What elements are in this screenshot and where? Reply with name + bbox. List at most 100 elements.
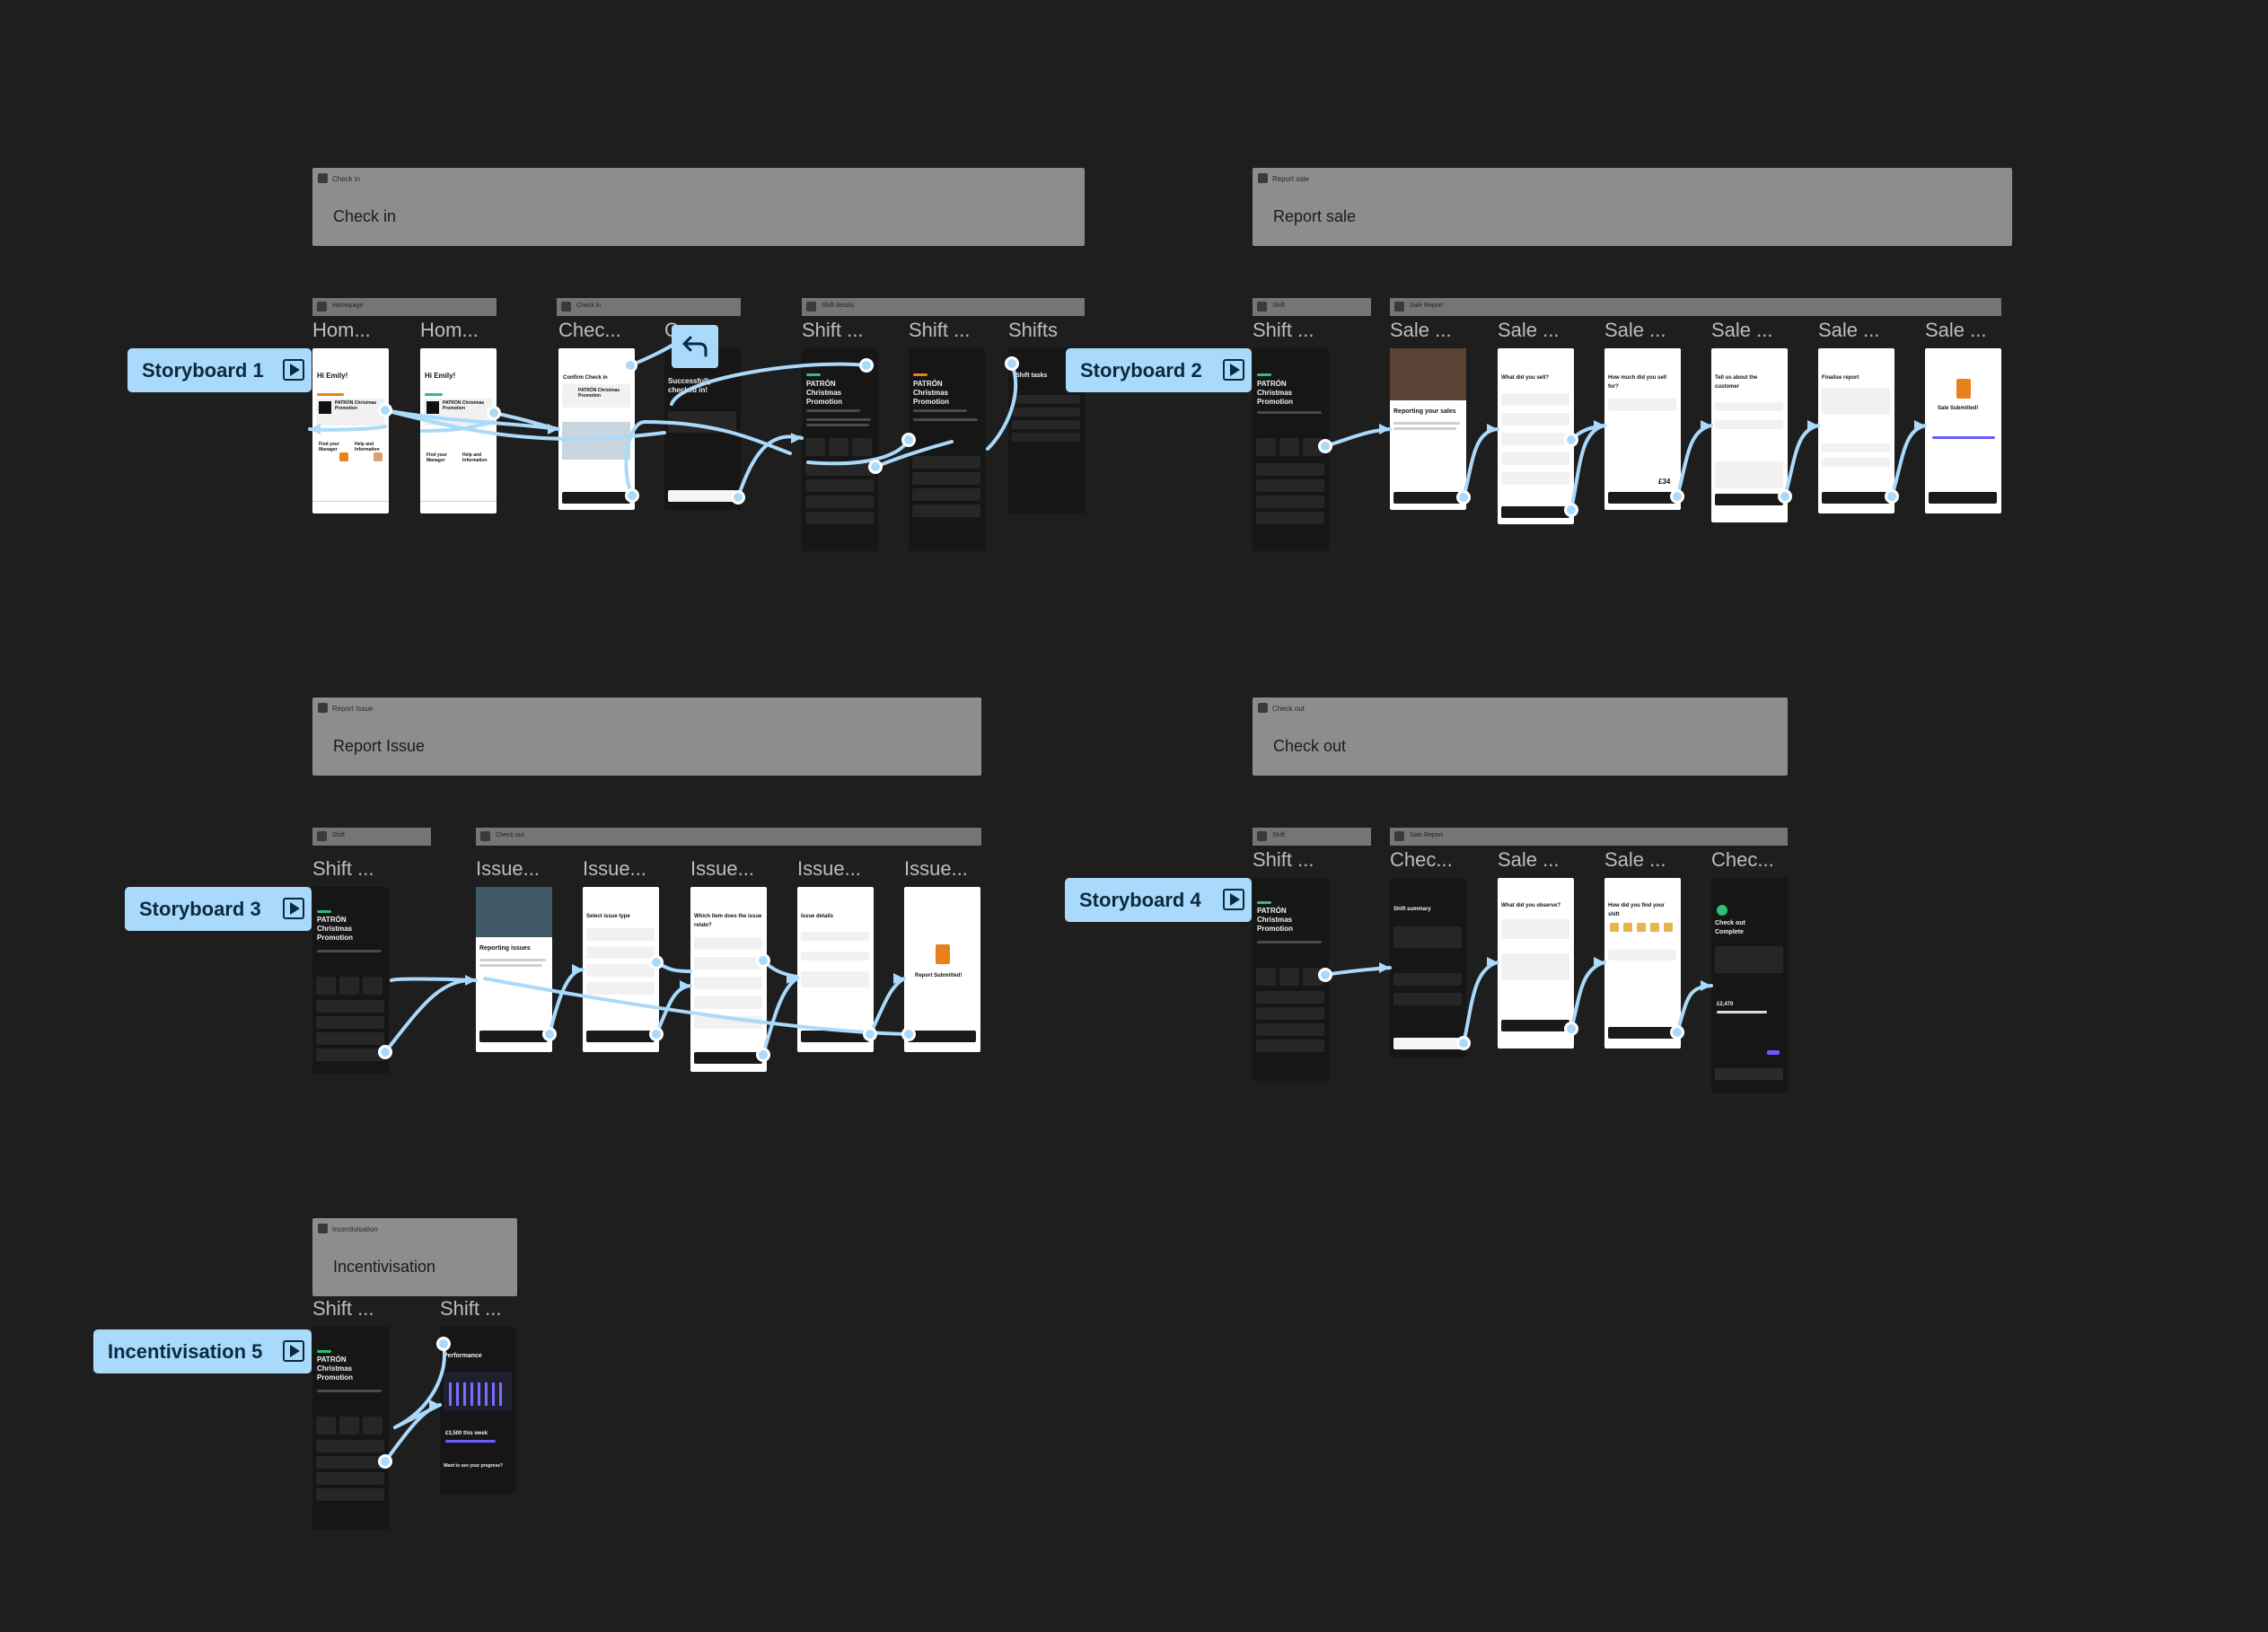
summary-card[interactable] xyxy=(1822,388,1890,415)
connector-handle[interactable] xyxy=(1670,489,1684,504)
field[interactable] xyxy=(1715,420,1783,429)
frame-label[interactable]: Shift ... xyxy=(1253,319,1314,341)
action-tile[interactable] xyxy=(1303,968,1323,986)
connector-handle[interactable] xyxy=(1318,968,1332,982)
frame-label[interactable]: Shift ... xyxy=(312,1297,374,1320)
storyboard-1-button[interactable]: Storyboard 1 xyxy=(127,348,312,392)
frame-label[interactable]: Sale ... xyxy=(1498,319,1560,341)
menu-row[interactable] xyxy=(1256,991,1324,1004)
product-row[interactable] xyxy=(694,1016,762,1029)
frame-rs-finalise[interactable]: Finalise report xyxy=(1818,348,1894,513)
issue-type-row[interactable] xyxy=(586,928,655,941)
submit-button[interactable] xyxy=(801,1031,869,1042)
frame-in-performance[interactable]: Performance £3,500 this week Want to see… xyxy=(440,1327,516,1494)
chips[interactable] xyxy=(1501,919,1569,939)
next-button[interactable] xyxy=(1501,506,1569,518)
shift-card[interactable] xyxy=(1393,926,1462,948)
frame-ri-submitted[interactable]: Report Submitted! xyxy=(904,887,980,1052)
sale-row[interactable] xyxy=(1393,993,1462,1005)
action-tile[interactable] xyxy=(852,438,872,456)
frame-label[interactable]: Sale ... xyxy=(1498,848,1560,871)
product-row[interactable] xyxy=(1501,413,1569,426)
connector-handle[interactable] xyxy=(378,1454,392,1469)
menu-row[interactable] xyxy=(316,1000,384,1013)
storyboard-3-button[interactable]: Storyboard 3 xyxy=(125,887,312,931)
next-button[interactable] xyxy=(694,1052,762,1064)
connector-handle[interactable] xyxy=(487,406,501,420)
close-button[interactable] xyxy=(908,1031,976,1042)
section-incentivisation[interactable]: Incentivisation Incentivisation xyxy=(312,1218,517,1296)
connector-handle[interactable] xyxy=(1670,1025,1684,1040)
issue-type-row[interactable] xyxy=(586,964,655,977)
menu-row[interactable] xyxy=(1256,463,1324,476)
product-row[interactable] xyxy=(694,977,762,989)
frame-label[interactable]: Sale ... xyxy=(1604,319,1666,341)
shift-card[interactable] xyxy=(1715,946,1783,973)
upload-box[interactable] xyxy=(801,971,869,987)
connector-handle[interactable] xyxy=(1456,1036,1471,1050)
frame-label[interactable]: Chec... xyxy=(1390,848,1453,871)
connector-handle[interactable] xyxy=(1564,433,1578,447)
connector-handle[interactable] xyxy=(1005,356,1019,371)
product-row[interactable] xyxy=(1501,452,1569,465)
product-row[interactable] xyxy=(694,937,762,950)
field[interactable] xyxy=(801,952,869,961)
frame-ri-intro[interactable]: Reporting issues xyxy=(476,887,552,1052)
frame-label[interactable]: Shift ... xyxy=(909,319,971,341)
connector-handle[interactable] xyxy=(901,1027,916,1041)
menu-row[interactable] xyxy=(1256,1040,1324,1052)
frame-label[interactable]: Sale ... xyxy=(1390,319,1452,341)
frame-co-complete[interactable]: Check out Complete £2,470 xyxy=(1711,878,1788,1093)
next-button[interactable] xyxy=(1501,1020,1569,1031)
menu-row[interactable] xyxy=(912,472,980,485)
frame-label[interactable]: Shift ... xyxy=(312,857,374,880)
group-shift-rs[interactable]: Shift xyxy=(1253,298,1371,316)
menu-row[interactable] xyxy=(316,1032,384,1045)
frame-label[interactable]: Hom... xyxy=(312,319,371,341)
menu-row[interactable] xyxy=(805,512,874,524)
frame-label[interactable]: Issue... xyxy=(476,857,540,880)
task-row[interactable] xyxy=(1012,395,1080,404)
connector-handle[interactable] xyxy=(901,433,916,447)
group-shift-ri[interactable]: Shift xyxy=(312,828,431,846)
menu-row[interactable] xyxy=(316,1472,384,1485)
field[interactable] xyxy=(1715,402,1783,411)
action-tile[interactable] xyxy=(1279,438,1299,456)
menu-row[interactable] xyxy=(912,456,980,469)
connector-handle[interactable] xyxy=(649,1027,664,1041)
group-homepage[interactable]: Homepage xyxy=(312,298,497,316)
submit-button[interactable] xyxy=(1822,492,1890,504)
menu-row[interactable] xyxy=(805,496,874,508)
report-sale-button[interactable] xyxy=(1393,492,1462,504)
task-row[interactable] xyxy=(1012,408,1080,417)
connector-handle[interactable] xyxy=(1564,1022,1578,1036)
group-sale-report[interactable]: Sale Report xyxy=(1390,298,2001,316)
connector-handle[interactable] xyxy=(625,488,639,503)
menu-row[interactable] xyxy=(1256,1007,1324,1020)
frame-co-rating[interactable]: How did you find your shift xyxy=(1604,878,1681,1049)
menu-row[interactable] xyxy=(316,1456,384,1469)
frame-label[interactable]: Issue... xyxy=(690,857,754,880)
frame-confirm-checkin[interactable]: Confirm Check in PATRÓN Christmas Promot… xyxy=(558,348,635,510)
group-sale-report-co[interactable]: Sale Report xyxy=(1390,828,1788,846)
connector-handle[interactable] xyxy=(859,358,874,373)
menu-row[interactable] xyxy=(316,1016,384,1029)
menu-row[interactable] xyxy=(912,505,980,517)
product-row[interactable] xyxy=(1608,399,1676,411)
frame-label[interactable]: Issue... xyxy=(583,857,646,880)
menu-row[interactable] xyxy=(1256,512,1324,524)
frame-label[interactable]: Shift ... xyxy=(440,1297,502,1320)
group-check-in[interactable]: Check in xyxy=(557,298,741,316)
next-button[interactable] xyxy=(1393,1038,1462,1049)
connector-handle[interactable] xyxy=(649,955,664,970)
menu-row[interactable] xyxy=(912,488,980,501)
frame-co-summary[interactable]: Shift summary xyxy=(1390,878,1466,1057)
storyboard-2-button[interactable]: Storyboard 2 xyxy=(1066,348,1252,392)
menu-row[interactable] xyxy=(1256,496,1324,508)
action-tile[interactable] xyxy=(339,1417,359,1435)
next-button[interactable] xyxy=(1608,492,1676,504)
frame-label[interactable]: Hom... xyxy=(420,319,479,341)
frame-co-observe[interactable]: What did you observe? xyxy=(1498,878,1574,1049)
connector-handle[interactable] xyxy=(542,1027,557,1041)
next-button[interactable] xyxy=(586,1031,655,1042)
